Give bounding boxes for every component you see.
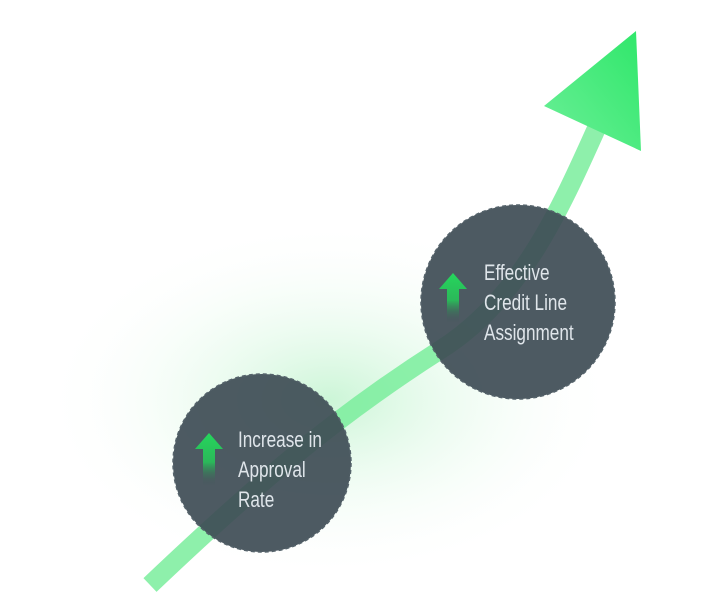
label-line: Rate — [238, 487, 275, 512]
milestone-label-approval: Increase in Approval Rate — [238, 425, 322, 515]
milestone-circle-credit-line — [420, 204, 616, 400]
milestone-circle-approval — [172, 373, 352, 553]
label-line: Credit Line — [484, 290, 567, 315]
trend-arrow-head — [544, 31, 641, 151]
label-line: Approval — [238, 457, 306, 482]
milestone-label-credit-line: Effective Credit Line Assignment — [484, 258, 574, 348]
label-line: Increase in — [238, 427, 322, 452]
up-arrow-icon — [195, 433, 223, 486]
up-arrow-icon — [439, 273, 467, 323]
label-line: Effective — [484, 260, 550, 285]
label-line: Assignment — [484, 320, 574, 345]
